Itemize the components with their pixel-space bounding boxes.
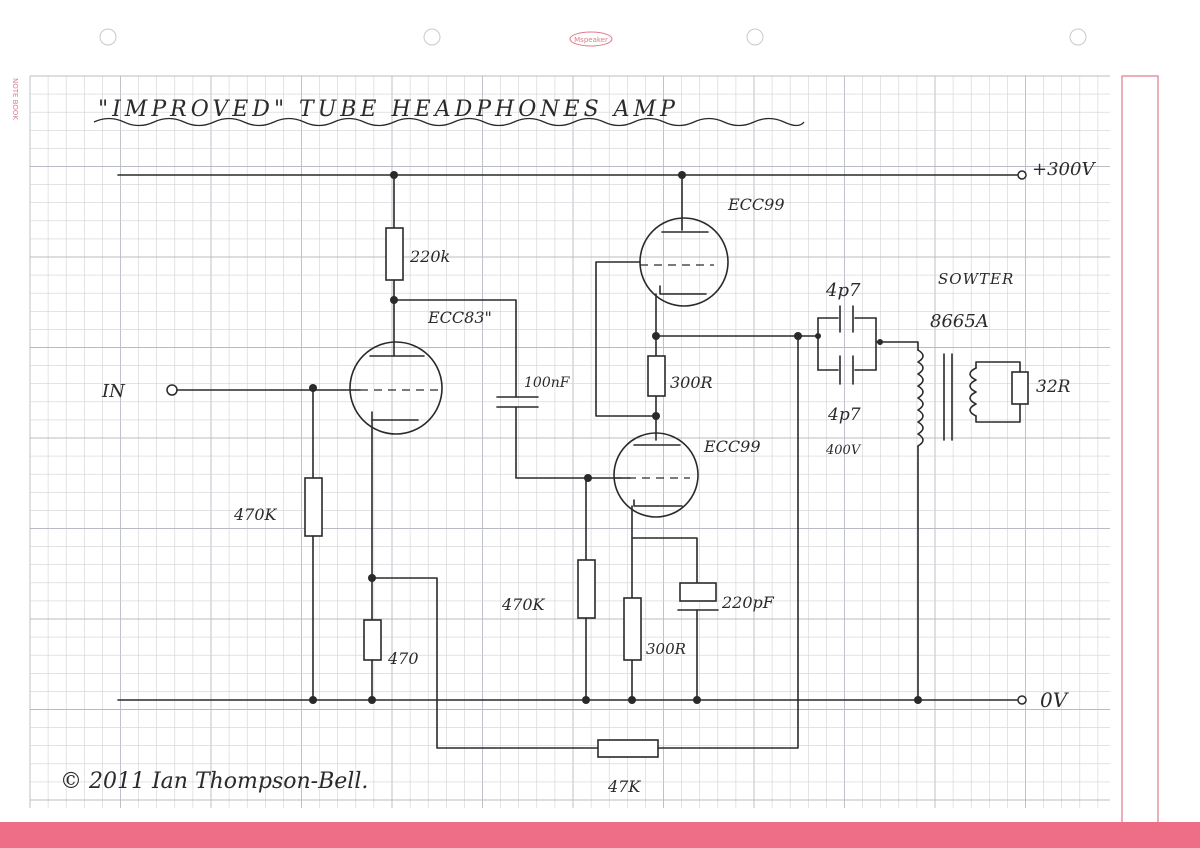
resistor-plate-v1 (385, 227, 404, 281)
input-terminal (166, 384, 178, 396)
tube-v2u-cathode (659, 285, 707, 295)
graph-paper-grid (29, 75, 1110, 808)
transformer-primary-coil (917, 349, 924, 447)
tube-v2-lower (613, 432, 699, 518)
page-title: "IMPROVED" TUBE HEADPHONES AMP (98, 97, 679, 122)
wire-feedback-right (657, 335, 799, 749)
title-underline (93, 117, 805, 127)
junction-v2l-plate (652, 412, 660, 420)
label-transformer-make: SOWTER (938, 270, 1014, 288)
wire-caps-to-transformer (875, 341, 919, 351)
wire-v2u-grid-tie (595, 261, 657, 417)
resistor-cathode-v2 (623, 597, 642, 661)
ground-label: 0V (1040, 688, 1070, 712)
tube-v1 (349, 341, 443, 435)
transformer-secondary-coil (969, 367, 977, 417)
junction-input (309, 384, 317, 392)
resistor-load (1011, 371, 1029, 405)
resistor-grid-v1 (304, 477, 323, 537)
label-c-out-top: 4p7 (825, 280, 861, 301)
label-r-plate-v1: 220k (409, 247, 450, 266)
wire-plate-to-cap (393, 299, 517, 398)
brand-logo-icon (569, 31, 613, 47)
label-c-out-voltage: 400V (825, 443, 862, 458)
resistor-grid-v2 (577, 559, 596, 619)
label-r-grid-v2: 470K (501, 595, 546, 614)
label-r-feedback: 47K (607, 777, 641, 796)
label-r-load: 32R (1036, 377, 1071, 397)
label-c-cathode-v2: 220pF (721, 593, 775, 612)
label-v1: ECC83" (427, 308, 492, 327)
brand-logo-text: Mspeaker (574, 36, 608, 44)
wire-secondary-loop-bottom (975, 403, 1021, 423)
supply-label: +300V (1032, 159, 1096, 180)
label-v2-lower: ECC99 (703, 437, 761, 456)
label-c-coupling: 100nF (524, 375, 571, 391)
wire-v2l-cathode-to-cap (631, 537, 698, 584)
junction-transformer-ground (914, 696, 922, 704)
copyright-signature: © 2011 Ian Thompson-Bell. (60, 769, 368, 794)
label-transformer-model: 8665A (930, 311, 989, 332)
supply-terminal (1017, 170, 1027, 180)
label-r-cathode-v1: 470 (387, 649, 419, 668)
resistor-cathode-v1 (363, 619, 382, 661)
tube-v2l-cathode (633, 499, 683, 507)
label-r-between: 300R (670, 373, 713, 392)
right-margin-box (1121, 75, 1159, 829)
label-c-out-bottom: 4p7 (827, 405, 861, 425)
bottom-band (0, 822, 1200, 848)
sidebar-notebook-text: NOTE BOOK (11, 78, 19, 120)
wire-feedback-left (371, 577, 599, 749)
wire-secondary-loop (975, 361, 1021, 373)
binder-holes (99, 28, 1087, 46)
junction-v1-cathode-ground (368, 696, 376, 704)
junction-output-feedback (794, 332, 802, 340)
resistor-between-v2 (647, 355, 666, 397)
junction-v2l-grid-ground (582, 696, 590, 704)
label-v2-upper: ECC99 (727, 195, 785, 214)
resistor-feedback (597, 739, 659, 758)
label-r-cathode-v2: 300R (646, 640, 686, 658)
junction-cap-cathode-ground (693, 696, 701, 704)
junction-v2l-cathode-ground (628, 696, 636, 704)
input-label: IN (101, 381, 126, 402)
label-r-grid-v1: 470K (233, 505, 278, 524)
junction-grid-ground (309, 696, 317, 704)
cap-cathode-v2 (679, 582, 717, 602)
tube-v1-cathode (371, 411, 419, 421)
ground-terminal (1017, 695, 1027, 705)
